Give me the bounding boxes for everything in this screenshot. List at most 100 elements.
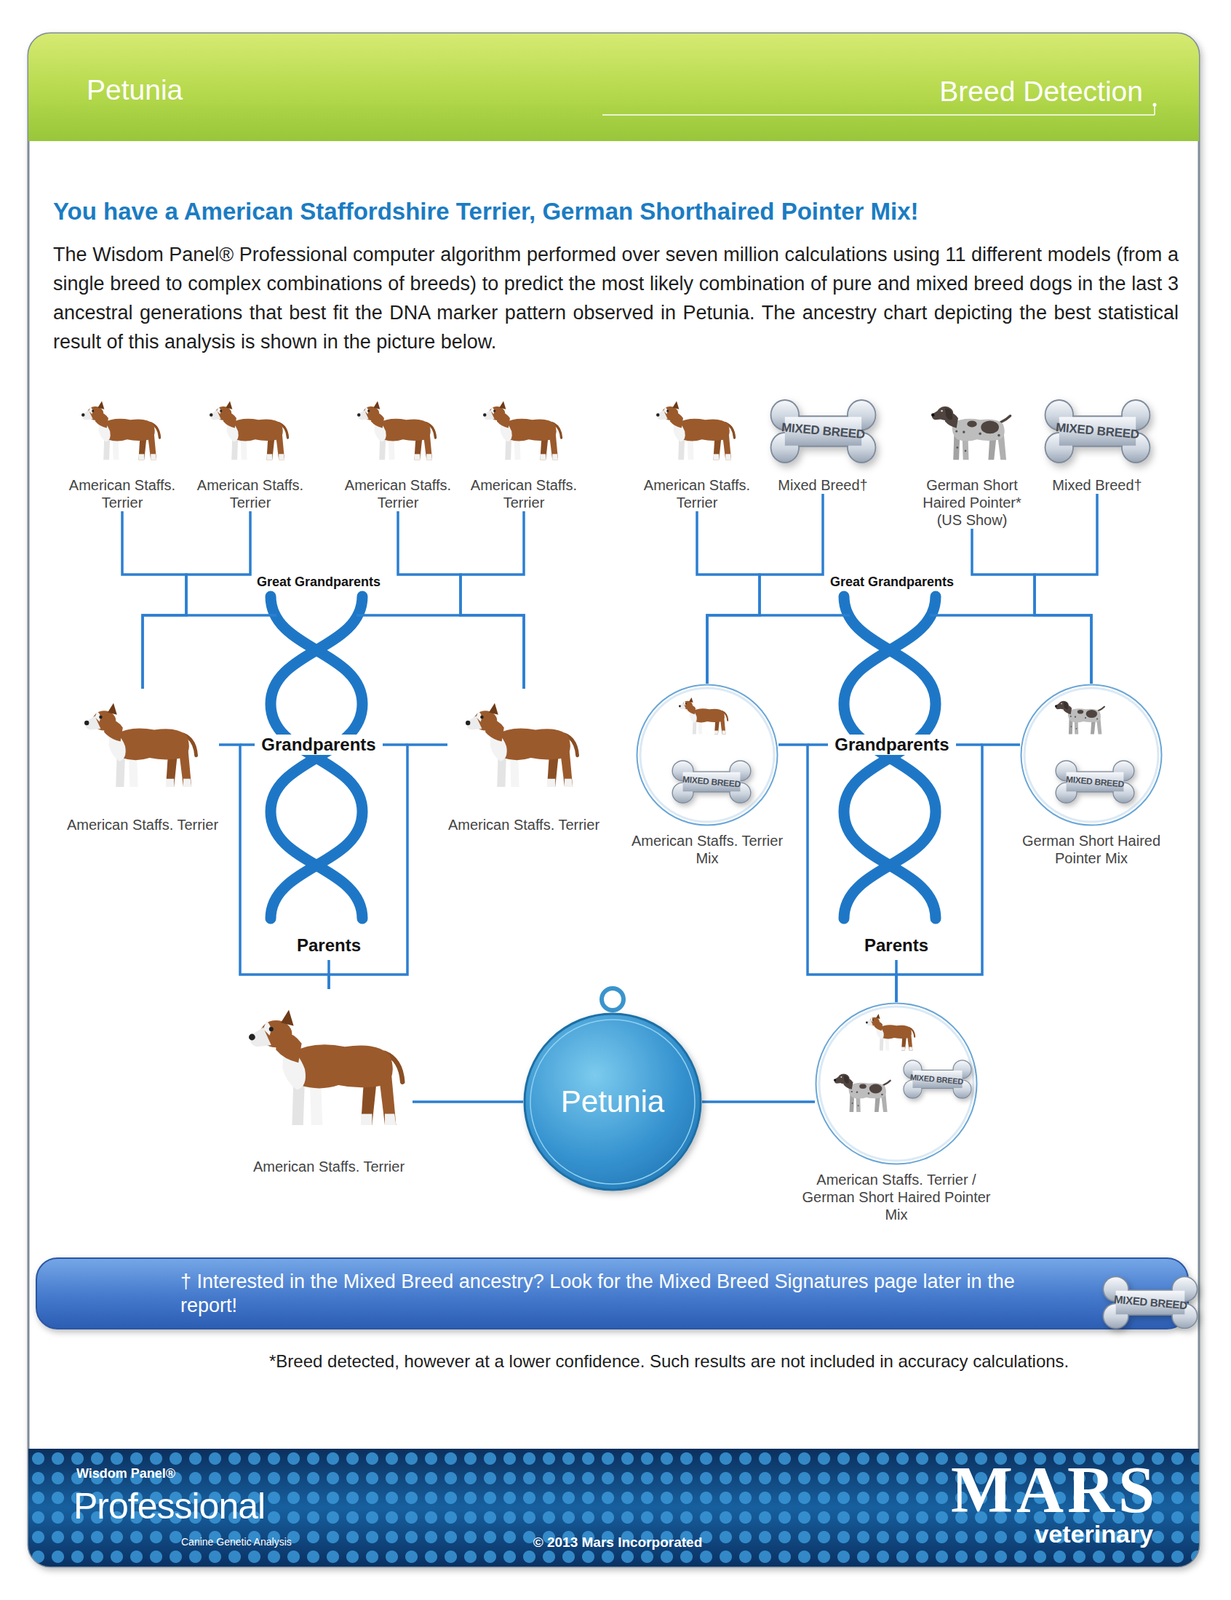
label-holder: Great Grandparents <box>826 574 958 591</box>
dog-icon <box>357 401 436 461</box>
footer-text-holder: © 2013 Mars Incorporated <box>533 1535 703 1552</box>
circle-inner-ring <box>1024 688 1159 823</box>
dog-icon <box>865 1014 915 1051</box>
dog-node: American Staffs. Terrier <box>59 389 185 512</box>
logo-text: Professional <box>73 1485 265 1528</box>
breed-caption: Mixed Breed† <box>760 476 886 495</box>
generation-label: Parents <box>860 935 932 956</box>
breed-caption: American Staffs. Terrier <box>335 476 461 512</box>
bone-outline <box>1102 1276 1199 1330</box>
footer-text-holder: MARS <box>950 1457 1159 1524</box>
footer-text-holder: Professional <box>73 1485 265 1528</box>
breed-caption: American Staffs. Terrier <box>66 816 219 834</box>
lineage-connector <box>707 494 823 684</box>
breed-caption: American Staffs. Terrier <box>447 816 601 834</box>
label-holder: Parents <box>293 935 365 956</box>
bone-tag: MIXED BREED <box>902 1059 972 1101</box>
bone-tag: MIXED BREED <box>1102 1275 1199 1331</box>
dog-icon <box>1054 701 1105 735</box>
dog-icon <box>931 406 1011 460</box>
section-name: Breed Detection <box>939 75 1143 108</box>
dog-node: American Staffs. Terrier <box>66 688 219 834</box>
bone-tag: MIXED BREED <box>1044 397 1151 465</box>
tag-disc <box>524 1014 701 1191</box>
footnote: *Breed detected, however at a lower conf… <box>269 1351 1069 1373</box>
generation-label: Grandparents <box>830 734 953 756</box>
helix-strand <box>270 596 363 919</box>
dog-icon <box>678 697 728 735</box>
page-title: You have a American Staffordshire Terrie… <box>53 197 919 226</box>
stub-line <box>929 614 1035 617</box>
helix-strand <box>843 596 936 919</box>
lineage-connector <box>122 511 187 689</box>
brand-subname: veterinary <box>1034 1522 1154 1547</box>
intro-paragraph: The Wisdom Panel® Professional computer … <box>53 240 1179 357</box>
title-holder: You have a American Staffordshire Terrie… <box>53 197 919 226</box>
bone-tag: MIXED BREED <box>1054 759 1135 805</box>
tag-rim <box>530 1020 695 1185</box>
lineage-connector <box>1034 494 1098 684</box>
stub-line <box>955 743 983 747</box>
page-frame <box>28 33 1199 1568</box>
dog-icon <box>465 703 578 788</box>
circle-ring <box>637 685 778 826</box>
pet-name: Petunia <box>560 1084 665 1120</box>
lineage-connector <box>412 1100 524 1104</box>
breed-caption: American Staffs. Terrier <box>461 476 587 512</box>
header-text-holder: Petunia <box>86 74 183 107</box>
dog-icon <box>833 1074 891 1113</box>
footer-text-holder: Wisdom Panel® <box>76 1466 176 1483</box>
copyright: © 2013 Mars Incorporated <box>533 1535 703 1552</box>
rule-dot <box>1153 103 1157 107</box>
note-band: † Interested in the Mixed Breed ancestry… <box>35 1257 1189 1330</box>
helix-strand <box>843 596 936 919</box>
pet-name: Petunia <box>86 74 183 107</box>
breed-caption: American Staffs. Terrier <box>245 1158 413 1176</box>
breed-caption: American Staffs. Terrier / German Short … <box>800 1171 993 1224</box>
dog-icon <box>81 401 161 461</box>
label-holder: Parents <box>860 935 932 956</box>
dog-icon <box>209 401 289 461</box>
bone-tag: MIXED BREED <box>769 397 877 465</box>
dog-node: American Staffs. Terrier <box>634 389 760 512</box>
stub-line <box>186 614 277 617</box>
dog-icon <box>483 401 562 461</box>
dog-node: American Staffs. Terrier <box>335 389 461 512</box>
bone-fill <box>1045 400 1149 462</box>
circle-ring <box>816 1004 978 1165</box>
bone-outline <box>1044 399 1151 464</box>
bone-tag: MIXED BREED <box>671 759 752 805</box>
stub-line <box>382 743 408 747</box>
rule-tick <box>1153 106 1156 115</box>
caption-holder: American Staffs. Terrier Mix <box>621 832 794 868</box>
dog-node: American Staffs. Terrier <box>447 688 601 834</box>
dna-helix <box>270 596 363 919</box>
bone-outline <box>1054 760 1135 804</box>
header-band: Petunia Breed Detection <box>28 33 1199 142</box>
lineage-connector <box>460 511 524 689</box>
header-text-holder: Breed Detection <box>939 75 1143 108</box>
generation-label: Great Grandparents <box>826 574 958 591</box>
stub-line <box>327 960 331 975</box>
breed-caption: American Staffs. Terrier Mix <box>621 832 794 868</box>
logo-tagline: Canine Genetic Analysis <box>181 1536 292 1549</box>
bone-fill <box>903 1060 971 1098</box>
dog-node: German Short Haired Pointer* (US Show) <box>909 389 1035 529</box>
ancestor-circle: American Staffs. Terrier / German Short … <box>814 1002 978 1166</box>
lineage-connector <box>896 745 1021 1003</box>
bone-fill <box>672 761 751 804</box>
circle-inner-ring <box>640 688 775 823</box>
circle-outline <box>635 683 779 827</box>
circle-outline <box>1020 683 1163 827</box>
generation-label: Parents <box>293 935 365 956</box>
bone-outline <box>671 760 751 804</box>
dna-helix <box>843 596 936 919</box>
brand-name: MARS <box>950 1457 1159 1524</box>
note-text: † Interested in the Mixed Breed ancestry… <box>180 1270 1074 1319</box>
stub-line <box>356 614 461 617</box>
caption-holder: German Short Haired Pointer Mix <box>1005 832 1178 868</box>
bone-fill <box>1104 1277 1198 1328</box>
logo-text: Wisdom Panel® <box>76 1466 176 1483</box>
ancestor-circle: German Short Haired Pointer MixMIXED BRE… <box>1020 683 1163 827</box>
